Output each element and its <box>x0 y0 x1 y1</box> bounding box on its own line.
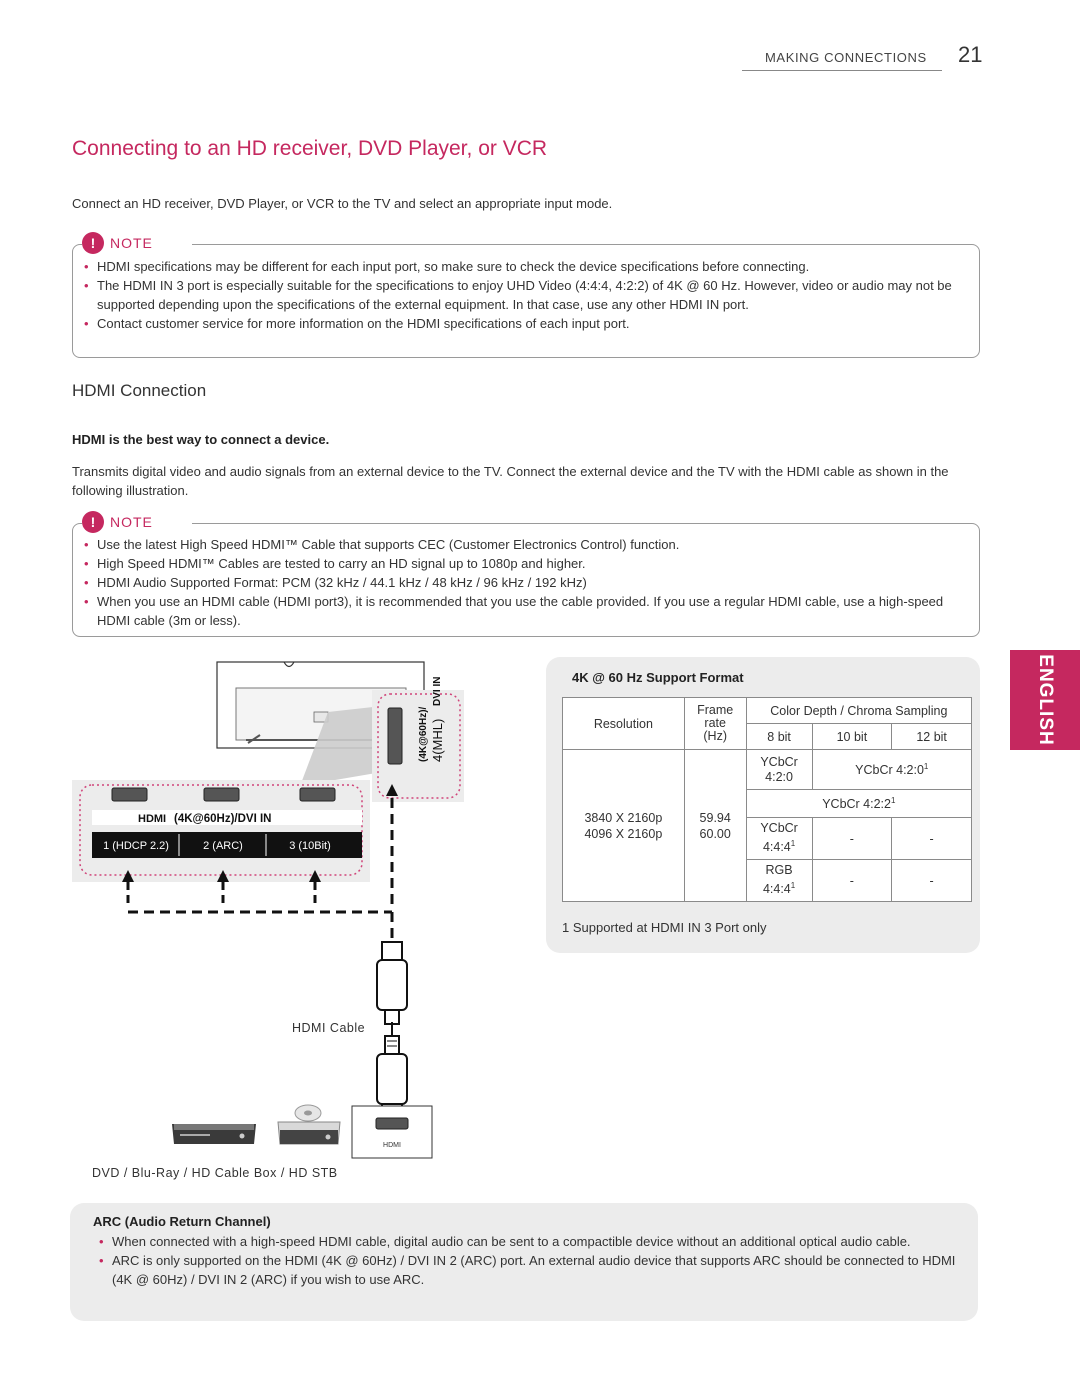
hdmi-logo-text: HDMI <box>138 813 166 825</box>
device-port-label: HDMI <box>383 1142 401 1149</box>
note-label: NOTE <box>110 514 153 530</box>
port-panel-header: (4K@60Hz)/DVI IN <box>174 813 271 825</box>
bit-header: 12 bit <box>891 723 972 750</box>
section-paragraph: Transmits digital video and audio signal… <box>72 464 949 498</box>
arc-item: When connected with a high-speed HDMI ca… <box>98 1232 958 1251</box>
hdmi-port-panel: HDMI (4K@60Hz)/DVI IN 1 (HDCP 2.2) 2 (AR… <box>72 780 370 882</box>
exclamation-icon: ! <box>82 232 104 254</box>
hdmi-plug-bottom-icon <box>376 1022 408 1119</box>
arc-title: ARC (Audio Return Channel) <box>93 1214 271 1229</box>
spec-title: 4K @ 60 Hz Support Format <box>572 670 744 685</box>
page-title: Connecting to an HD receiver, DVD Player… <box>72 137 548 160</box>
note-box-1: HDMI specifications may be different for… <box>72 244 980 358</box>
note-box-2: Use the latest High Speed HDMI™ Cable th… <box>72 523 980 637</box>
exclamation-icon: ! <box>82 511 104 533</box>
note-item: HDMI Audio Supported Format: PCM (32 kHz… <box>83 573 963 592</box>
format-merged-cell: YCbCr 4:2:21 <box>745 789 973 818</box>
section-heading: HDMI Connection <box>72 381 207 400</box>
bit-header: 10 bit <box>811 723 893 750</box>
arrow-up-icon <box>309 870 321 882</box>
arrow-up-icon <box>386 784 398 796</box>
note-item: When you use an HDMI cable (HDMI port3),… <box>83 592 963 630</box>
side-hdmi-port: (4K@60Hz)/ DVI IN 4(MHL) <box>372 677 464 802</box>
bluray-player-icon <box>277 1104 341 1145</box>
color-depth-header: Color Depth / Chroma Sampling <box>745 697 973 724</box>
port-1-label: 1 (HDCP 2.2) <box>103 840 169 852</box>
device-caption: DVD / Blu-Ray / HD Cable Box / HD STB <box>92 1166 338 1180</box>
language-side-tab: ENGLISH <box>1010 650 1080 750</box>
note-item: Use the latest High Speed HDMI™ Cable th… <box>83 535 963 554</box>
arrow-up-icon <box>217 870 229 882</box>
bit-value-cell: - <box>811 859 893 902</box>
bit-value-cell: - <box>811 817 893 860</box>
arc-panel: When connected with a high-speed HDMI ca… <box>70 1203 978 1321</box>
arc-item: ARC is only supported on the HDMI (4K @ … <box>98 1251 958 1289</box>
port-3-label: 3 (10Bit) <box>289 840 331 852</box>
side-port-top-text: (4K@60Hz)/ <box>418 706 429 762</box>
connection-lines <box>126 798 394 940</box>
side-port-bottom-text: 4(MHL) <box>430 719 445 762</box>
note-item: High Speed HDMI™ Cables are tested to ca… <box>83 554 963 573</box>
note-label: NOTE <box>110 235 153 251</box>
language-label: ENGLISH <box>1035 654 1056 746</box>
port-2-label: 2 (ARC) <box>203 840 243 852</box>
section-subheading: HDMI is the best way to connect a device… <box>72 432 330 447</box>
zoom-callout <box>300 706 382 786</box>
page-number: 21 <box>958 42 983 67</box>
bit-value-cell: - <box>891 859 972 902</box>
note-item: HDMI specifications may be different for… <box>83 257 963 276</box>
device-hdmi-port: HDMI <box>351 1105 433 1159</box>
note-badge-2: ! NOTE <box>82 511 192 533</box>
running-section-title: MAKING CONNECTIONS <box>765 50 927 65</box>
note-item: Contact customer service for more inform… <box>83 314 963 333</box>
hdmi-connection-diagram: HDMI (4K@60Hz)/DVI IN 1 (HDCP 2.2) 2 (AR… <box>72 661 464 1180</box>
hdmi-plug-top-icon <box>376 941 408 1030</box>
side-port-mid-text: DVI IN <box>432 677 443 706</box>
format-merged-cell: YCbCr 4:2:01 <box>811 749 973 790</box>
cable-label: HDMI Cable <box>292 1021 365 1035</box>
spec-footnote: 1 Supported at HDMI IN 3 Port only <box>562 920 767 935</box>
dvd-player-icon <box>172 1124 256 1144</box>
intro-text: Connect an HD receiver, DVD Player, or V… <box>72 196 613 211</box>
note-badge-1: ! NOTE <box>82 232 192 254</box>
bit-header: 8 bit <box>745 723 813 750</box>
arrow-up-icon <box>122 870 134 882</box>
header-rule <box>742 70 942 71</box>
bit-value-cell: - <box>891 817 972 860</box>
resolution-header: Resolution <box>562 697 685 750</box>
note-item: The HDMI IN 3 port is especially suitabl… <box>83 276 963 314</box>
